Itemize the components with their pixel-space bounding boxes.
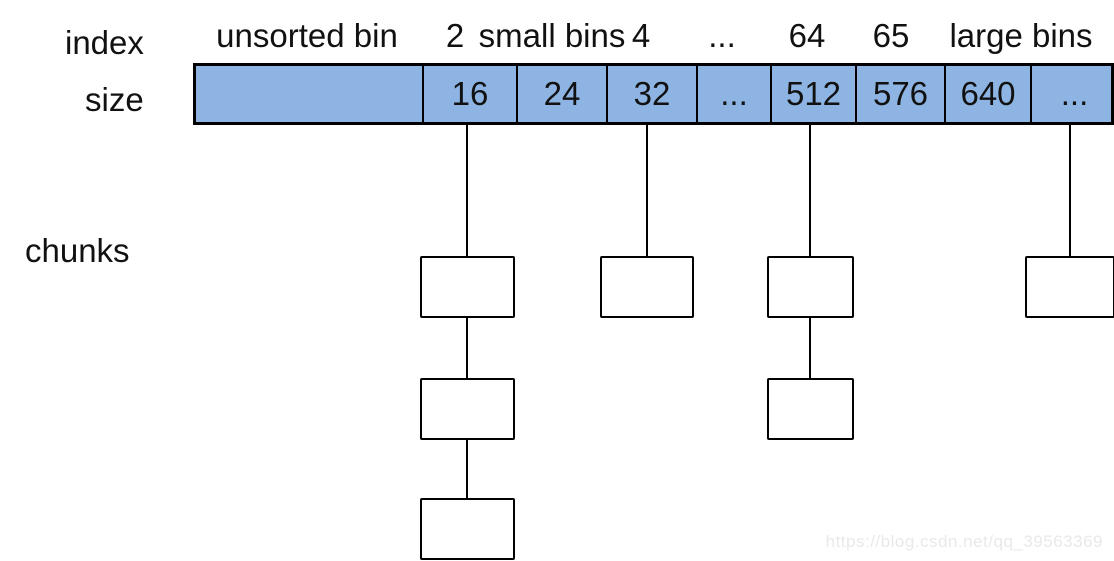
chunk-box-16-2: [419, 378, 515, 440]
chunk-box-16-3: [419, 498, 515, 560]
chunks-row-label: chunks: [25, 232, 130, 269]
chunk-box-512-2: [766, 378, 854, 440]
bin-size-label: 24: [543, 75, 581, 112]
bin-size-label: 32: [633, 75, 671, 112]
chunk-link-line-16: [466, 125, 468, 256]
chunk-box-16-1: [419, 256, 515, 318]
chunk-link-line-32: [646, 125, 648, 256]
chunk-box-large-bin-1: [1025, 256, 1114, 318]
bin-cell-640: 640: [944, 66, 1030, 122]
bin-size-label: 512: [785, 75, 842, 112]
watermark-url: https://blog.csdn.net/qq_39563369: [825, 532, 1103, 551]
chunk-box-512-1: [766, 256, 854, 318]
unsorted-bin-cell: [196, 66, 422, 122]
header-label-64: 64: [788, 17, 826, 54]
chunk-box-32-1: [600, 256, 694, 318]
bin-cell-ellipsis-small: ...: [696, 66, 770, 122]
header-label-: ...: [708, 17, 736, 54]
bin-size-label: 640: [960, 75, 1016, 112]
bin-cell-32: 32: [606, 66, 696, 122]
chunk-link-line-512: [809, 125, 811, 256]
bin-cell-16: 16: [422, 66, 516, 122]
header-label-4: 4: [631, 17, 651, 54]
size-bar: 16 24 32... 512 576 640...: [193, 63, 1114, 125]
index-row-label: index: [65, 24, 144, 61]
bin-size-label: 16: [451, 75, 489, 112]
size-row-label: size: [85, 81, 144, 118]
chunk-link-line-large-bin: [1069, 125, 1071, 256]
bin-size-label: ...: [720, 75, 748, 112]
bin-size-label: ...: [1060, 75, 1089, 112]
header-label-unsorted-bin: unsorted bin: [216, 17, 398, 54]
bin-cell-24: 24: [516, 66, 606, 122]
header-label-2: 2: [445, 17, 465, 54]
header-label-small-bins: small bins: [478, 17, 626, 54]
chunk-link-line-16: [466, 318, 468, 378]
header-label-large-bins: large bins: [949, 17, 1093, 54]
bin-size-label: 576: [872, 75, 929, 112]
chunk-link-line-16: [466, 440, 468, 498]
chunk-link-line-512: [809, 318, 811, 378]
header-label-65: 65: [872, 17, 910, 54]
bin-cell-512: 512: [770, 66, 855, 122]
bin-cell-576: 576: [855, 66, 944, 122]
bin-cell-ellipsis-large: ...: [1030, 66, 1111, 122]
